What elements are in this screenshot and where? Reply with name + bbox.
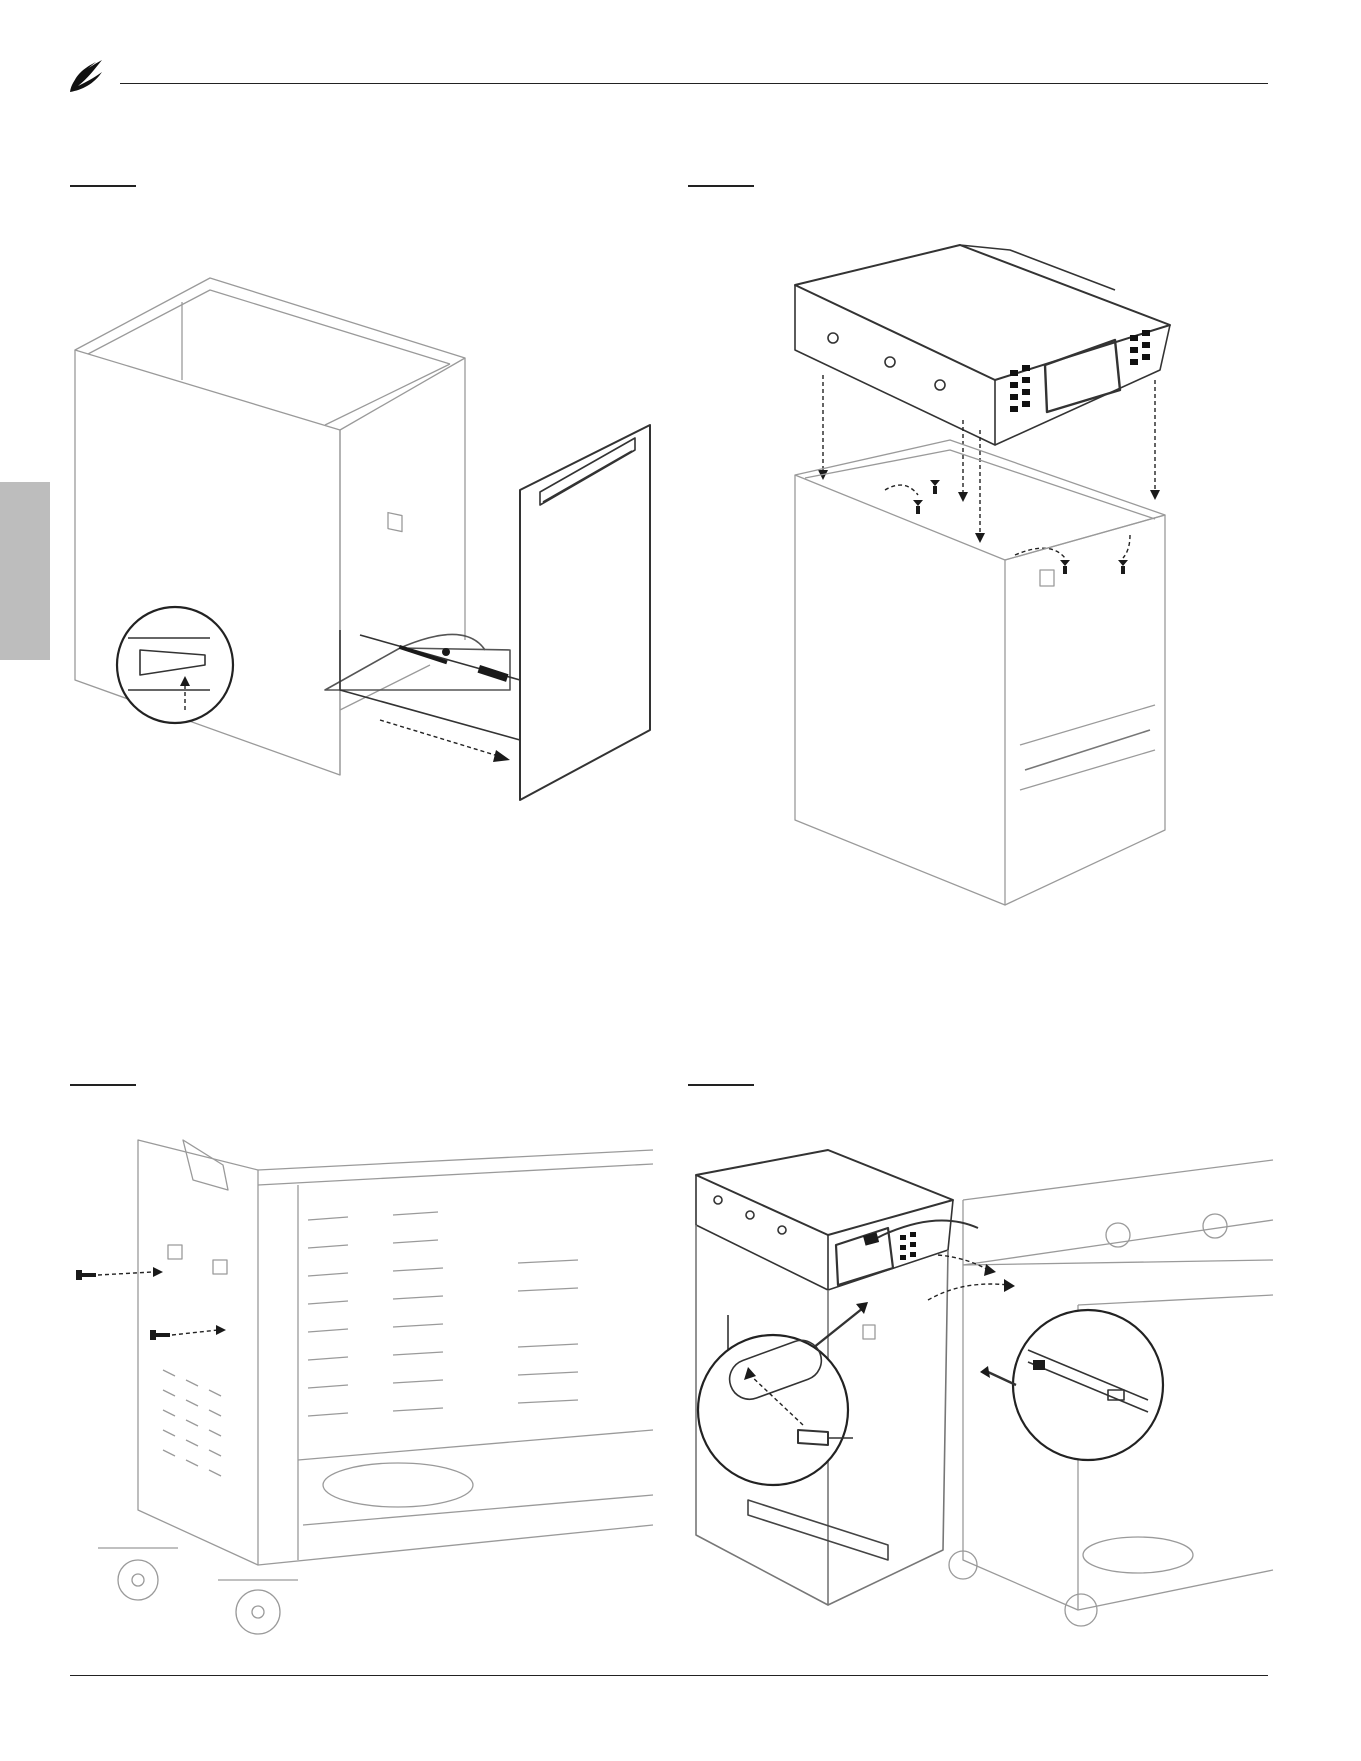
step-1-rule [70,185,136,187]
step-4-rule [688,1084,754,1086]
cabinet-connection-illustration [688,1140,1273,1630]
footer-rule [70,1675,1268,1676]
step-3-rule [70,1084,136,1086]
header-rule [120,83,1268,84]
section-side-tab [0,482,50,660]
side-panel-screws-illustration [68,1140,653,1640]
drawer-top-mounting-illustration [785,240,1180,910]
drawer-removal-illustration [70,270,670,810]
step-2-rule [688,185,754,187]
flame-logo-icon [66,56,106,94]
